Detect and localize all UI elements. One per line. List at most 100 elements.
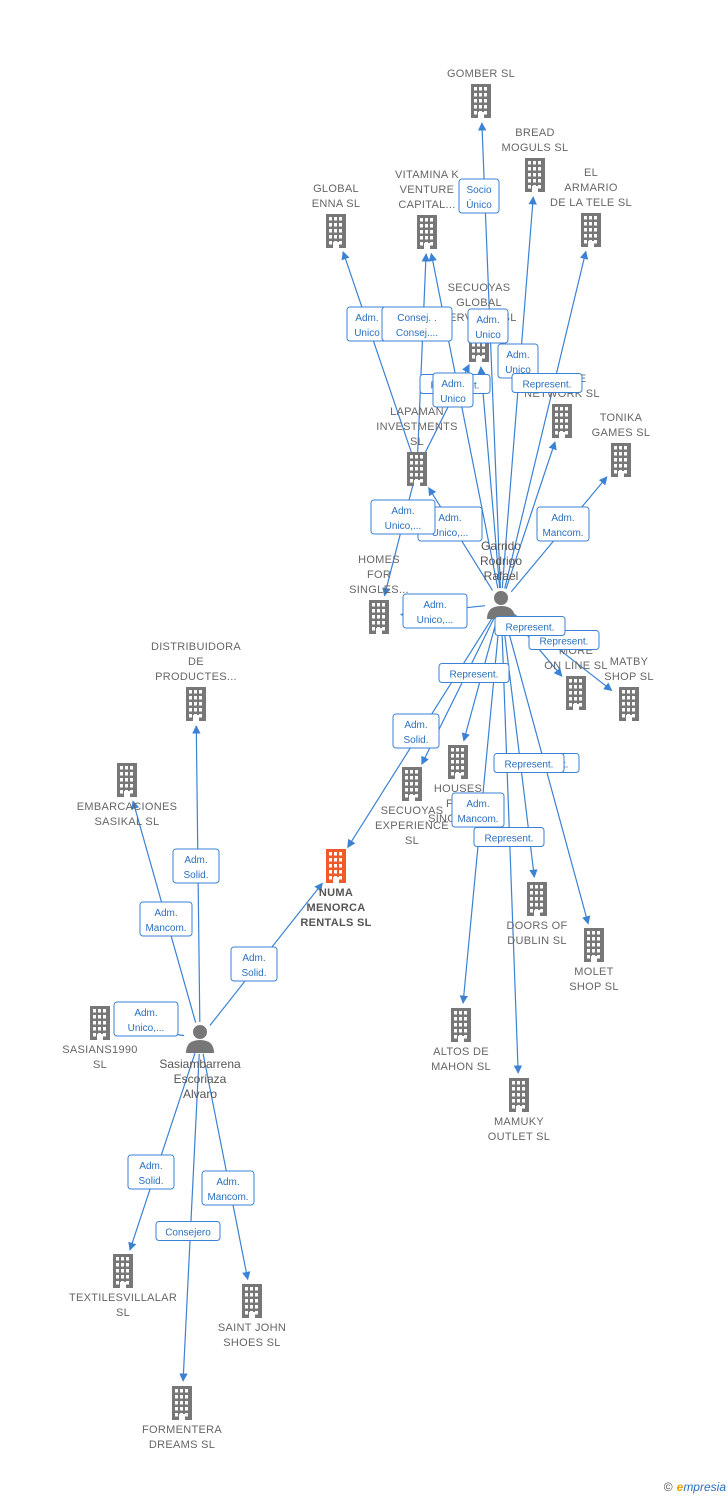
company-distribuidora-line-1: DISTRIBUIDORA xyxy=(151,641,241,653)
person-garrido-line-2: Rodrigo xyxy=(480,554,522,568)
brand-name: mpresia xyxy=(683,1480,726,1494)
company-global-enna-line-2: ENNA SL xyxy=(312,198,361,210)
company-embarcaciones-line-1: EMBARCACIONES xyxy=(77,801,177,813)
relation-label-text: Adm. xyxy=(441,379,464,390)
relation-label-box xyxy=(155,1221,221,1241)
building-icon xyxy=(584,928,604,962)
relation-label-homes[interactable]: Adm.Unico,... xyxy=(402,593,468,629)
focus-company-line-2: MENORCA xyxy=(307,902,366,914)
company-bread-line-2: MOGULS SL xyxy=(502,142,569,154)
relation-label-text: Represent. xyxy=(485,834,534,845)
company-node-gomber[interactable]: GOMBER SL xyxy=(447,68,515,118)
relation-label-saintjohn[interactable]: Adm.Mancom. xyxy=(201,1170,255,1206)
relation-label-box xyxy=(172,848,220,884)
company-node-distribuidora[interactable]: DISTRIBUIDORADEPRODUCTES... xyxy=(151,641,241,721)
company-vitamina-line-3: CAPITAL... xyxy=(398,199,455,211)
company-global-enna-line-1: GLOBAL xyxy=(313,183,359,195)
company-sasians-line-2: SL xyxy=(93,1059,107,1071)
relation-label-embarcaciones[interactable]: Adm.Mancom. xyxy=(139,901,193,937)
building-icon xyxy=(407,452,427,486)
relation-label-text: Unico xyxy=(354,328,380,339)
relation-label-box xyxy=(230,946,278,982)
building-icon xyxy=(242,1284,262,1318)
relation-label-text: Socio xyxy=(466,185,491,196)
copyright-symbol: © xyxy=(663,1480,673,1494)
building-icon xyxy=(448,745,468,779)
company-lapaman-line-2: INVESTMENTS xyxy=(376,421,458,433)
edge-garrido-to-change xyxy=(505,441,557,590)
company-mamuky-line-1: MAMUKY xyxy=(494,1116,544,1128)
relation-label-text: Represent. xyxy=(505,760,554,771)
company-node-vitamina[interactable]: VITAMINA KVENTURECAPITAL... xyxy=(395,169,459,249)
relation-label-box xyxy=(458,178,500,214)
relation-label-formentera[interactable]: Consejero xyxy=(155,1221,221,1241)
relation-label-secuoyas-global[interactable]: Adm.Unico xyxy=(432,372,474,408)
relation-label-text: Consejero xyxy=(165,1228,211,1239)
building-icon xyxy=(172,1386,192,1420)
relation-label-box xyxy=(432,372,474,408)
relation-label-box xyxy=(493,753,565,773)
company-bread-line-1: BREAD xyxy=(515,127,554,139)
relation-label-global-enna[interactable]: Adm. Unico xyxy=(346,306,388,342)
relation-label-secuoyas-exp[interactable]: Adm.Solid. xyxy=(392,713,440,749)
company-secuoyas-global-line-2: GLOBAL xyxy=(456,297,502,309)
relation-label-text: Consej.... xyxy=(396,328,438,339)
relation-label-tonika[interactable]: Adm.Mancom. xyxy=(536,506,590,542)
building-icon xyxy=(417,215,437,249)
relation-label-armario[interactable]: Adm.Unico xyxy=(497,343,539,379)
relation-label-box xyxy=(113,1001,179,1037)
relation-label-text: Adm. xyxy=(216,1177,239,1188)
building-icon xyxy=(525,158,545,192)
relation-label-houses[interactable]: Represent. xyxy=(438,663,510,683)
relation-label-box xyxy=(494,616,566,636)
company-tonika-line-1: TONIKA xyxy=(600,412,643,424)
relation-label-numa[interactable]: Adm.Solid. xyxy=(230,946,278,982)
relation-label-text: Solid. xyxy=(403,735,428,746)
relation-label-box xyxy=(467,308,509,344)
company-doors-line-1: DOORS OF xyxy=(506,920,567,932)
company-armario-line-2: ARMARIO xyxy=(564,182,618,194)
edge-garrido-to-armario xyxy=(504,250,589,589)
relation-label-matby[interactable]: Represent. xyxy=(494,616,566,636)
company-matby-line-1: MATBY xyxy=(610,656,649,668)
company-node-homes[interactable]: HOMESFORSINGLES... xyxy=(349,554,409,634)
relation-label-box xyxy=(381,306,453,342)
company-node-bread[interactable]: BREAD MOGULS SL xyxy=(502,127,569,192)
footer-credit: ©empresia xyxy=(664,1480,726,1494)
relation-label-vitamina[interactable]: Consej. .Consej.... xyxy=(381,306,453,342)
relation-label-sasians[interactable]: Adm.Unico,... xyxy=(113,1001,179,1037)
relation-label-box xyxy=(438,663,510,683)
building-icon xyxy=(369,600,389,634)
relation-label-mamuky[interactable]: Represent. xyxy=(493,753,565,773)
relation-label-text: Adm. xyxy=(242,953,265,964)
company-node-global-enna[interactable]: GLOBAL ENNA SL xyxy=(312,183,361,248)
relation-label-secuoyas-global[interactable]: Adm.Unico xyxy=(467,308,509,344)
relation-label-molet[interactable]: Represent. xyxy=(473,827,545,847)
relation-label-text: Adm. xyxy=(355,313,378,324)
relation-label-box xyxy=(451,792,505,828)
relation-label-altos[interactable]: Adm.Mancom. xyxy=(451,792,505,828)
relation-label-homes[interactable]: Adm.Unico,... xyxy=(370,499,436,535)
relation-label-change[interactable]: Represent. xyxy=(511,373,583,393)
relation-label-textiles[interactable]: Adm.Solid. xyxy=(127,1154,175,1190)
relation-label-distribuidora[interactable]: Adm.Solid. xyxy=(172,848,220,884)
